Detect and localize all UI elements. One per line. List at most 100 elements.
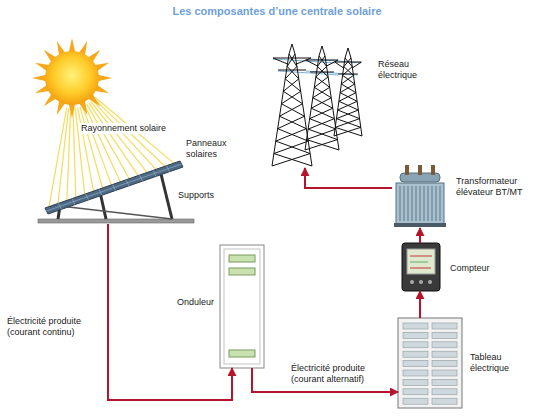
transformer-fin [431,186,432,221]
node-label: Compteur [450,263,510,274]
pylon-strut [341,75,353,84]
transformer-fin [407,186,408,221]
inverter-body [220,245,264,368]
breaker [432,342,457,348]
transformer-fins [400,186,440,221]
inverter-frame [224,249,260,364]
pylon-strut [278,129,309,141]
node-label: Réseau électrique [378,59,440,81]
pylon-strut [314,87,331,97]
meter-reading [410,256,432,257]
transformer-fin [415,186,416,221]
breaker [403,379,428,385]
pylon-strut [283,79,298,91]
breaker [403,370,428,376]
ground-plate [38,219,194,223]
sun [45,51,99,105]
power-line [278,71,310,73]
meter-screen [407,249,435,274]
node-label: Tableau électrique [470,352,540,374]
pylon-strut [308,129,337,139]
pylon-strut [308,119,334,129]
pylon-strut [316,66,327,76]
wire-connector [305,168,392,188]
breaker [403,332,428,338]
pylon-strut [289,44,292,54]
solar-panel [45,161,183,214]
edge-label: Électricité produite (courant alternatif… [290,363,396,385]
breaker [432,370,457,376]
pylon-strut [341,84,356,93]
transformer-fin [435,186,436,221]
breaker [403,323,428,329]
sun-spike [32,75,47,82]
pylon-strut [313,98,333,108]
pylon-strut [343,67,353,76]
pylon-strut [276,129,307,141]
breaker [432,332,457,338]
pylon-strut [343,75,355,84]
pylon-strut [281,91,300,103]
sun-spike [69,103,76,118]
transformer-fin [427,186,428,221]
switchboard-body [398,318,462,408]
pylon-strut [340,84,355,93]
pylon-strut [348,48,351,58]
breaker [432,351,457,357]
pylon-strut [335,119,359,128]
sun-spike [97,75,112,82]
breaker [432,379,457,385]
breaker [432,361,457,367]
sun-ray [91,101,147,172]
meter-button [428,280,432,284]
pylon-strut [280,104,303,116]
pylon-strut [317,66,328,76]
sun-ray [82,106,111,185]
pylon-strut [278,116,305,128]
wire-connector [108,224,232,400]
pylon-strut [310,119,336,129]
inverter-display [229,350,255,357]
meter-reading [410,262,428,263]
radiation-label: Rayonnement solaire [80,123,167,134]
transformer-body [396,183,444,224]
pylon-strut [344,58,351,67]
pylon-strut [345,48,348,58]
pylon-strut [285,66,297,78]
pylon-strut [274,141,308,153]
pylon-strut [313,87,330,97]
meter-button [410,280,414,284]
pylon-strut [276,141,310,153]
edge-label: Électricité produite (courant continu) [6,316,102,338]
pylon-strut [316,77,330,87]
pylon-strut [310,108,333,118]
breaker [432,389,457,395]
pylon-strut [311,98,331,108]
pylon-strut [314,77,328,87]
switchboard-node: Tableau électrique [398,318,462,408]
pylon-strut [319,46,322,56]
transformer-base [394,223,446,227]
power-line [334,73,358,75]
pylon-strut [285,79,300,91]
pylons [272,44,362,166]
support-label: Supports [178,190,228,201]
breaker [432,323,457,329]
pylon-strut [306,60,318,66]
meter-reading [410,268,431,269]
pylon-strut [334,127,361,136]
transformer-bushing [405,165,409,175]
breaker [403,361,428,367]
diagram-title: Les composantes d’une centrale solaire [0,5,554,17]
sun-spikes [32,38,112,118]
pylon-strut [335,62,344,68]
transformer-fin [411,186,412,221]
transformer-bushing [418,165,422,175]
pylon-strut [272,154,310,166]
transformer-fin [423,186,424,221]
wire-connector [419,228,421,243]
pylon-strut [336,110,358,119]
pylon-strut [297,58,311,64]
transformer-fin [439,186,440,221]
